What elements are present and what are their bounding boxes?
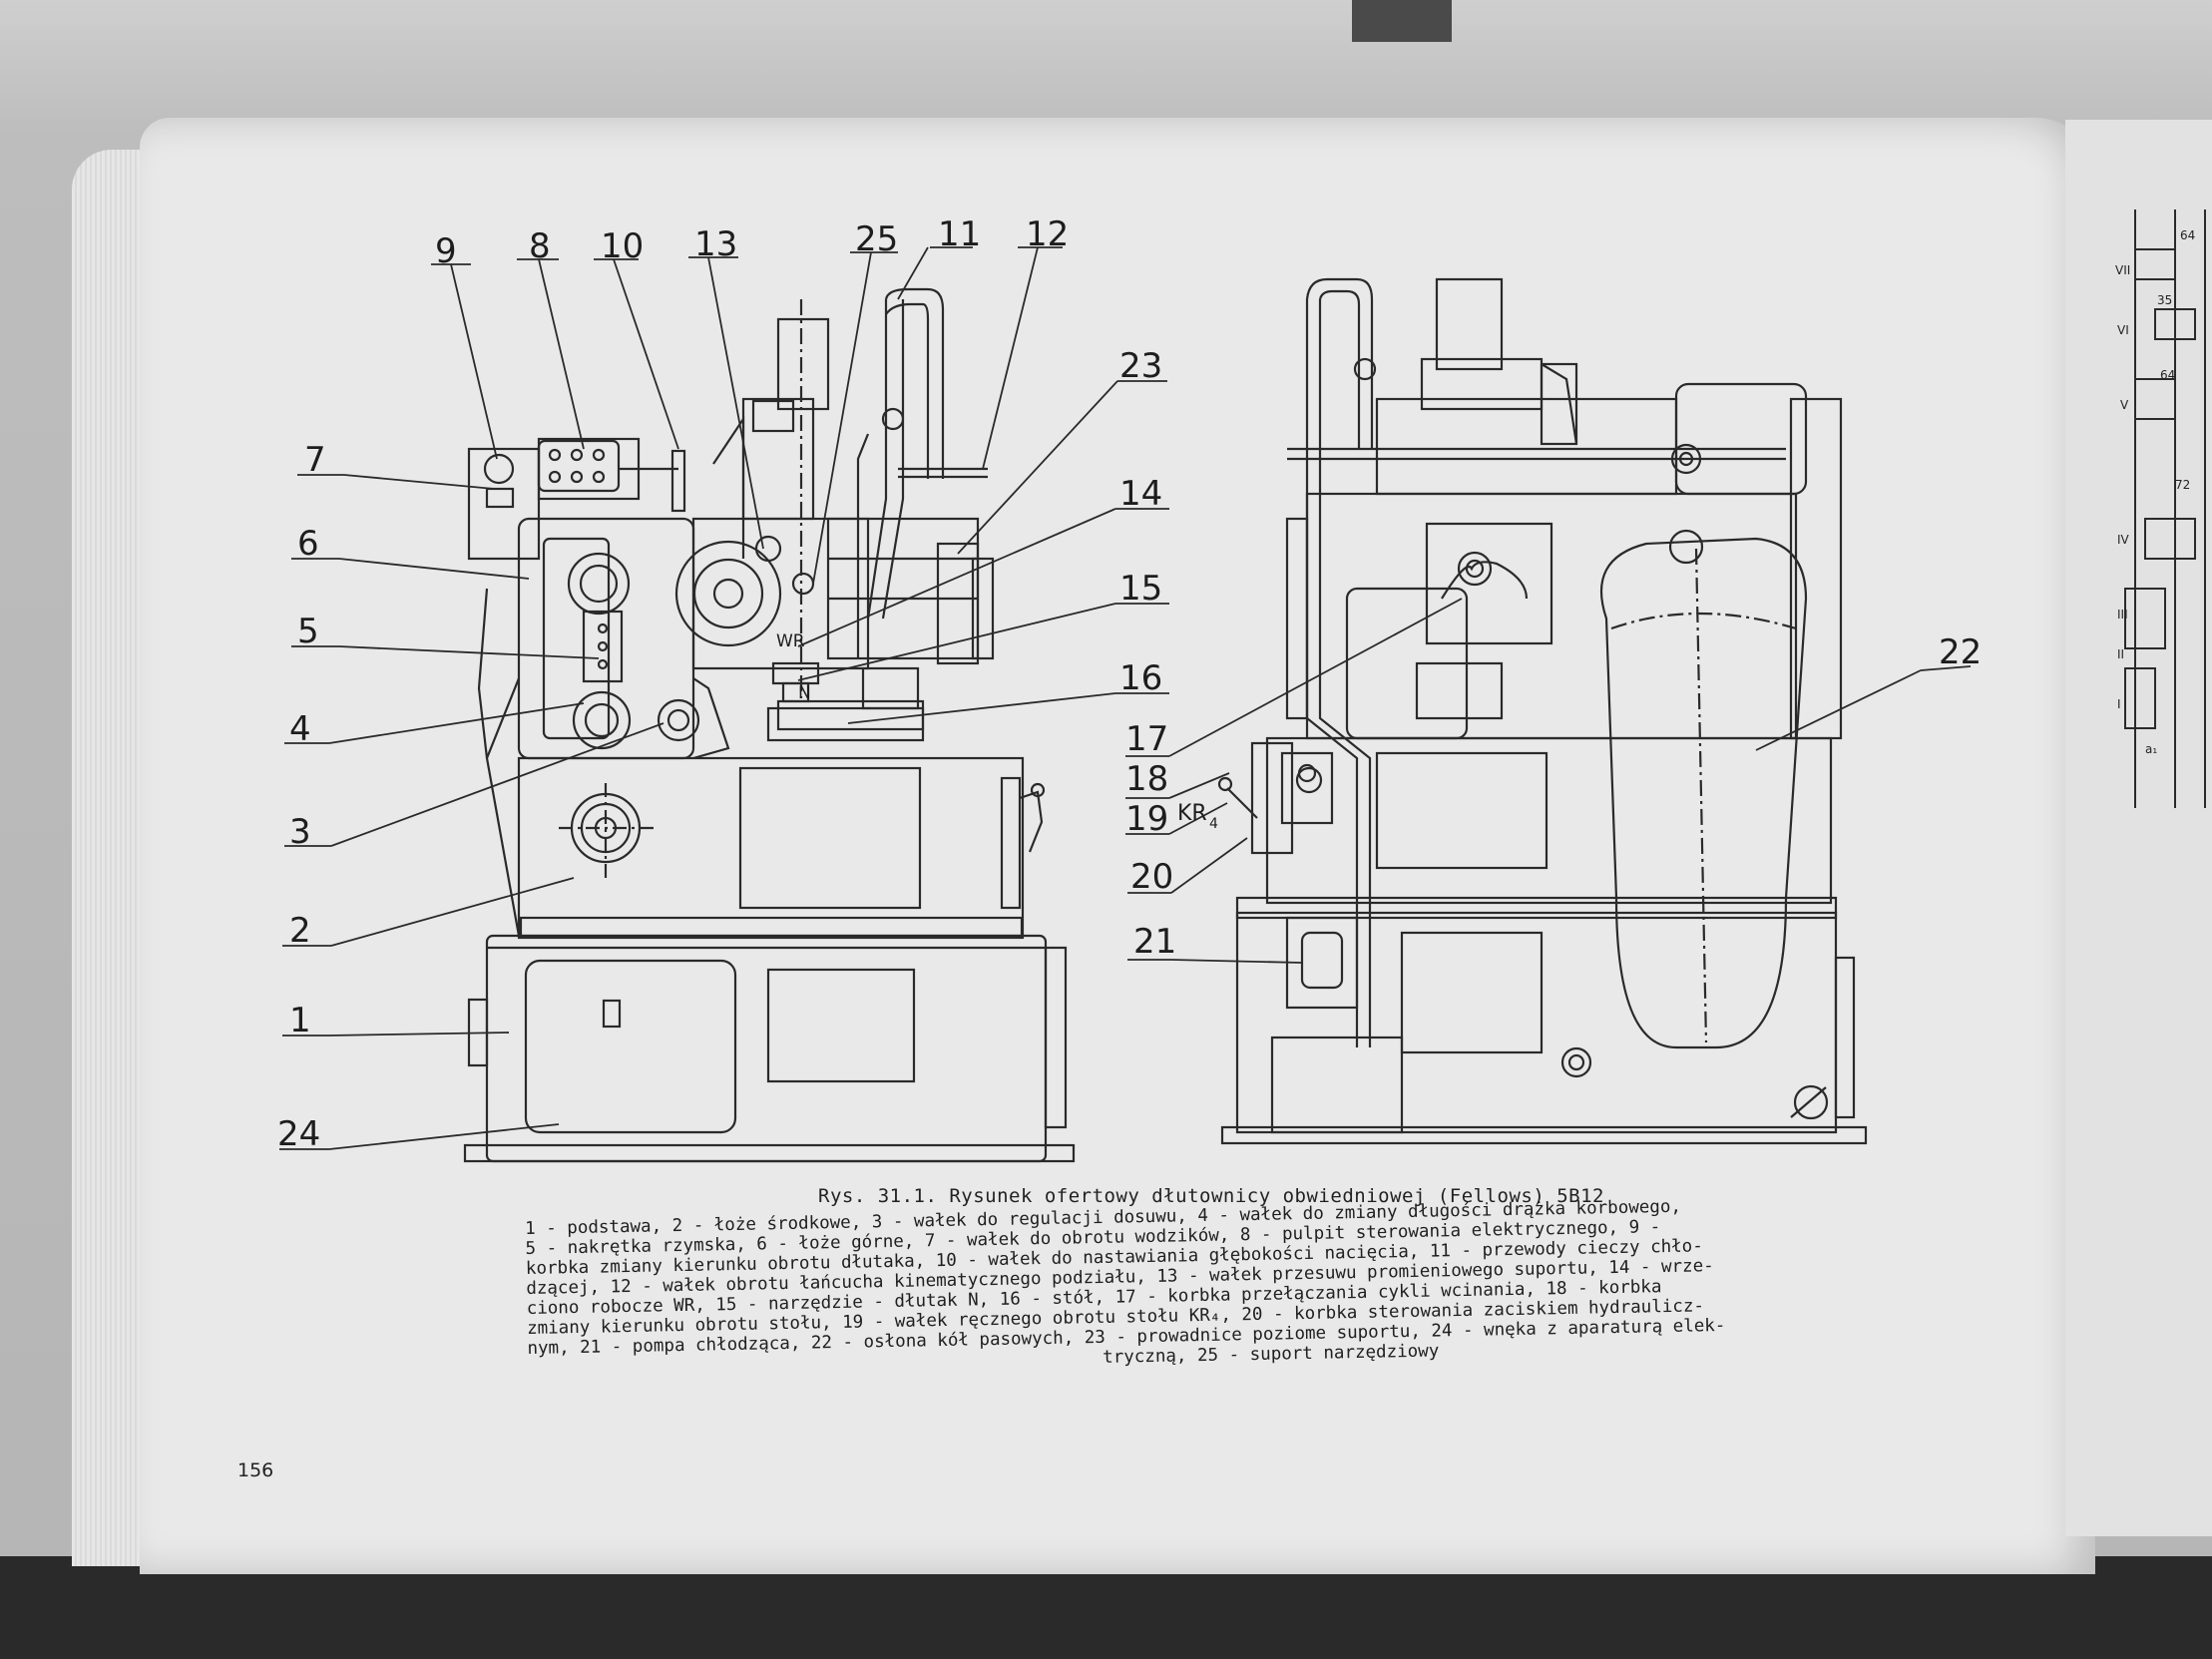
label-2: 2 xyxy=(289,911,311,951)
label-9: 9 xyxy=(435,231,457,271)
page-number: 156 xyxy=(237,1459,274,1481)
side-num-2: 35 xyxy=(2157,293,2172,307)
label-4: 4 xyxy=(289,709,311,749)
label-8: 8 xyxy=(529,226,551,266)
label-13: 13 xyxy=(694,224,737,264)
side-num-4: 72 xyxy=(2175,478,2190,492)
label-6: 6 xyxy=(297,524,319,564)
opposite-page xyxy=(2065,120,2212,1536)
label-24: 24 xyxy=(277,1114,320,1154)
side-label-iii: III xyxy=(2117,608,2128,622)
label-n: N xyxy=(798,683,811,703)
label-kr-sub: 4 xyxy=(1209,816,1218,832)
label-25: 25 xyxy=(855,219,898,259)
figure-caption-title: Rys. 31.1. Rysunek ofertowy dłutownicy o… xyxy=(818,1185,1604,1207)
label-14: 14 xyxy=(1119,474,1162,514)
label-12: 12 xyxy=(1026,214,1069,254)
side-label-iv: IV xyxy=(2117,533,2130,547)
leader-lines xyxy=(279,246,1972,1150)
label-22: 22 xyxy=(1939,632,1982,672)
side-num-5: a₁ xyxy=(2145,742,2157,756)
opposite-page-diagram: VII VI V IV III II I 64 35 64 72 a₁ xyxy=(2115,209,2212,848)
label-wr: WR xyxy=(776,631,805,651)
side-num-1: 64 xyxy=(2180,228,2195,242)
label-19: 19 xyxy=(1125,799,1168,839)
label-10: 10 xyxy=(601,226,644,266)
bookmark-ribbon xyxy=(1352,0,1452,42)
label-5: 5 xyxy=(297,612,319,651)
book-page xyxy=(140,118,2095,1574)
label-20: 20 xyxy=(1130,857,1173,897)
label-18: 18 xyxy=(1125,759,1168,799)
label-23: 23 xyxy=(1119,346,1162,386)
front-view xyxy=(463,287,1076,1163)
side-label-v: V xyxy=(2120,398,2129,412)
label-17: 17 xyxy=(1125,719,1168,759)
side-num-3: 64 xyxy=(2160,368,2175,382)
label-15: 15 xyxy=(1119,569,1162,609)
label-7: 7 xyxy=(304,440,326,480)
figure-caption-legend: 1 - podstawa, 2 - łoże środkowe, 3 - wał… xyxy=(525,1190,2014,1379)
label-kr: KR xyxy=(1177,801,1207,826)
side-label-i: I xyxy=(2117,697,2121,711)
side-view xyxy=(1217,277,1868,1145)
label-16: 16 xyxy=(1119,658,1162,698)
side-label-vi: VI xyxy=(2117,323,2129,337)
label-21: 21 xyxy=(1133,922,1176,962)
label-1: 1 xyxy=(289,1001,311,1040)
side-label-vii: VII xyxy=(2115,263,2130,277)
side-label-ii: II xyxy=(2117,647,2124,661)
label-3: 3 xyxy=(289,812,311,852)
label-11: 11 xyxy=(938,214,981,254)
